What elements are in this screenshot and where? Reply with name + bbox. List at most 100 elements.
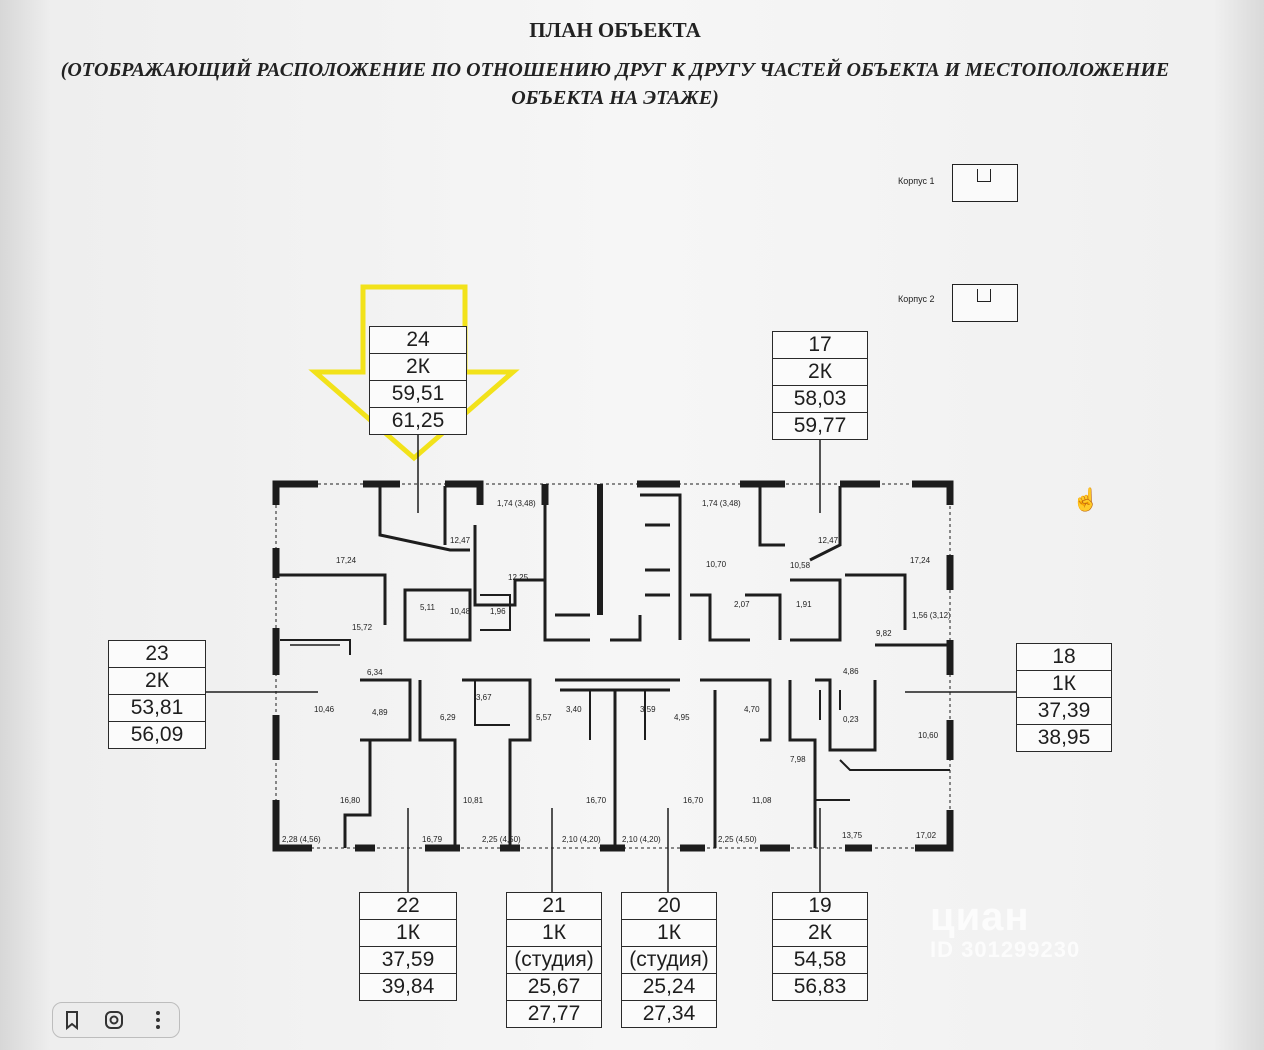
page-title: ПЛАН ОБЪЕКТА <box>529 18 701 42</box>
apartment-type: 1К <box>360 920 456 947</box>
key-plan-label-2: Корпус 2 <box>898 294 935 304</box>
page-subtitle: (ОТОБРАЖАЮЩИЙ РАСПОЛОЖЕНИЕ ПО ОТНОШЕНИЮ … <box>60 59 1170 109</box>
room-area: 2,28 (4,56) <box>282 835 321 844</box>
apartment-box-23: 23 2К 53,81 56,09 <box>108 640 206 749</box>
room-area: 2,25 (4,50) <box>718 835 757 844</box>
room-area: 2,07 <box>734 600 750 609</box>
room-area-labels: 1,74 (3,48) 12,47 17,24 12,25 5,11 10,48… <box>282 499 951 844</box>
apartment-number: 23 <box>109 641 205 668</box>
apartment-box-17: 17 2К 58,03 59,77 <box>772 331 868 440</box>
room-area: 10,46 <box>314 705 335 714</box>
room-area: 4,95 <box>674 713 690 722</box>
apartment-type: 2К <box>773 920 867 947</box>
key-plan-1 <box>952 164 1018 202</box>
room-area: 0,23 <box>843 715 859 724</box>
room-area: 3,67 <box>476 693 492 702</box>
watermark-brand: циан <box>930 895 1030 939</box>
room-area: 10,48 <box>450 607 471 616</box>
hand-cursor-icon: ☝ <box>1072 487 1100 512</box>
apartment-number: 24 <box>370 327 466 354</box>
apartment-area-living: 58,03 <box>773 386 867 413</box>
key-plan-label-1: Корпус 1 <box>898 176 935 186</box>
apartment-area-living: 53,81 <box>109 695 205 722</box>
apartment-box-19: 19 2К 54,58 56,83 <box>772 892 868 1001</box>
more-icon[interactable] <box>145 1007 171 1033</box>
walls <box>205 432 1017 894</box>
room-area: 17,02 <box>916 831 937 840</box>
apartment-number: 17 <box>773 332 867 359</box>
room-area: 4,86 <box>843 667 859 676</box>
room-area: 12,47 <box>450 536 471 545</box>
apartment-area-total: 61,25 <box>391 409 445 432</box>
apartment-number: 22 <box>360 893 456 920</box>
room-area: 13,75 <box>842 831 863 840</box>
room-area: 2,10 (4,20) <box>562 835 601 844</box>
room-area: 16,79 <box>422 835 443 844</box>
room-area: 16,70 <box>683 796 704 805</box>
bookmark-icon[interactable] <box>59 1007 85 1033</box>
apartment-type: 2К <box>773 359 867 386</box>
room-area: 2,10 (4,20) <box>622 835 661 844</box>
room-area: 10,58 <box>790 561 811 570</box>
apartment-type: 1К <box>1017 671 1111 698</box>
apartment-area-total: 59,77 <box>793 414 847 437</box>
apartment-area-total: 27,34 <box>642 1002 696 1025</box>
apartment-area-living: 54,58 <box>773 947 867 974</box>
apartment-area-total: 27,77 <box>527 1002 581 1025</box>
room-area: 17,24 <box>910 556 931 565</box>
apartment-box-18: 18 1К 37,39 38,95 <box>1016 643 1112 752</box>
room-area: 6,34 <box>367 668 383 677</box>
watermark-id: ID 301299230 <box>930 937 1081 962</box>
room-area: 10,60 <box>918 731 939 740</box>
key-plan-2 <box>952 284 1018 322</box>
apartment-type: 2К <box>370 354 466 381</box>
room-area: 4,70 <box>744 705 760 714</box>
lens-icon[interactable] <box>101 1007 127 1033</box>
room-area: 12,25 <box>508 573 529 582</box>
apartment-box-22: 22 1К 37,59 39,84 <box>359 892 457 1001</box>
room-area: 1,74 (3,48) <box>702 499 741 508</box>
room-area: 11,08 <box>752 796 772 805</box>
room-area: 5,11 <box>420 603 436 612</box>
room-area: 7,98 <box>790 755 806 764</box>
apartment-area-total: 39,84 <box>381 975 435 998</box>
apartment-subtype: (студия) <box>622 947 716 974</box>
room-area: 16,80 <box>340 796 361 805</box>
apartment-subtype: (студия) <box>507 947 601 974</box>
apartment-type: 1К <box>622 920 716 947</box>
room-area: 12,47 <box>818 536 839 545</box>
room-area: 17,24 <box>336 556 357 565</box>
room-area: 10,81 <box>463 796 484 805</box>
apartment-number: 18 <box>1017 644 1111 671</box>
apartment-area-living: 25,24 <box>622 974 716 1001</box>
room-area: 1,56 (3,12) <box>912 611 951 620</box>
room-area: 1,74 (3,48) <box>497 499 536 508</box>
room-area: 3,40 <box>566 705 582 714</box>
room-area: 4,89 <box>372 708 388 717</box>
room-area: 3,59 <box>640 705 656 714</box>
room-area: 1,91 <box>796 600 812 609</box>
apartment-area-total: 56,83 <box>793 975 847 998</box>
apartment-area-living: 37,59 <box>360 947 456 974</box>
room-area: 2,25 (4,50) <box>482 835 521 844</box>
room-area: 15,72 <box>352 623 373 632</box>
apartment-box-21: 21 1К (студия) 25,67 27,77 <box>506 892 602 1028</box>
apartment-type: 1К <box>507 920 601 947</box>
apartment-number: 20 <box>622 893 716 920</box>
room-area: 6,29 <box>440 713 456 722</box>
room-area: 16,70 <box>586 796 607 805</box>
apartment-area-living: 25,67 <box>507 974 601 1001</box>
apartment-box-24: 24 2К 59,51 61,25 <box>369 326 467 435</box>
apartment-area-living: 37,39 <box>1017 698 1111 725</box>
image-toolbar <box>52 1002 180 1038</box>
apartment-box-20: 20 1К (студия) 25,24 27,34 <box>621 892 717 1028</box>
apartment-number: 21 <box>507 893 601 920</box>
apartment-area-total: 56,09 <box>130 723 184 746</box>
apartment-type: 2К <box>109 668 205 695</box>
apartment-number: 19 <box>773 893 867 920</box>
room-area: 5,57 <box>536 713 552 722</box>
room-area: 1,96 <box>490 607 506 616</box>
room-area: 9,82 <box>876 629 892 638</box>
apartment-area-living: 59,51 <box>370 381 466 408</box>
